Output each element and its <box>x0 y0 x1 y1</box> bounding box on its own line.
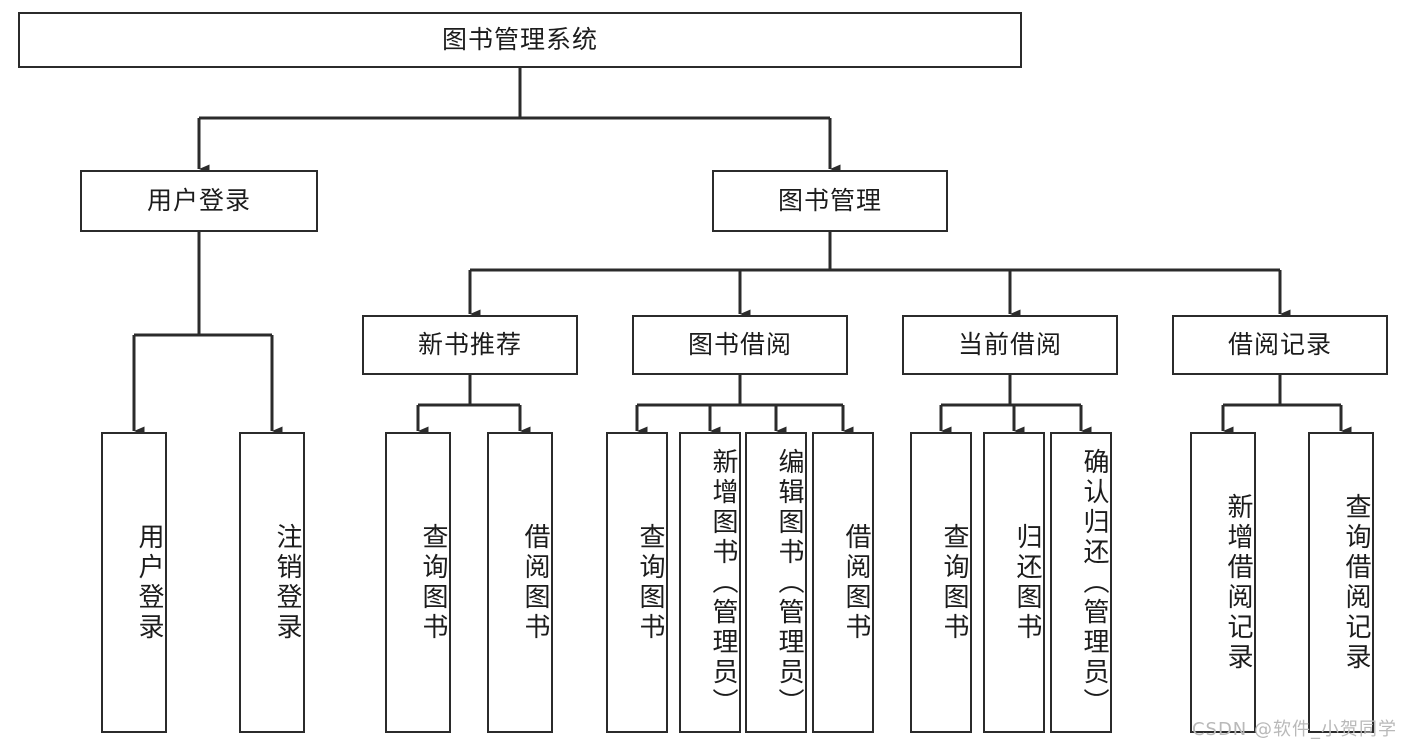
leaf-edit-book-admin[interactable]: 编辑图书（管理员） <box>745 432 807 733</box>
leaf-query-book-current-label: 查询图书 <box>939 522 969 643</box>
node-root[interactable]: 图书管理系统 <box>18 12 1022 68</box>
node-user-login-label: 用户登录 <box>146 186 251 216</box>
leaf-user-login-label: 用户登录 <box>134 522 164 643</box>
leaf-add-borrow-record-label: 新增借阅记录 <box>1223 492 1253 673</box>
leaf-confirm-return-admin-label: 确认归还（管理员） <box>1079 447 1109 718</box>
leaf-query-book-recommend-label: 查询图书 <box>418 522 448 643</box>
watermark: CSDN @软件_小贺同学 <box>1191 719 1397 740</box>
node-book-borrow-label: 图书借阅 <box>687 330 792 360</box>
leaf-query-borrow-record-label: 查询借阅记录 <box>1341 492 1371 673</box>
leaf-user-login[interactable]: 用户登录 <box>101 432 167 733</box>
leaf-query-book-label: 查询图书 <box>635 522 665 643</box>
leaf-query-book-recommend[interactable]: 查询图书 <box>385 432 451 733</box>
node-new-book-recommend-label: 新书推荐 <box>417 330 522 360</box>
node-new-book-recommend[interactable]: 新书推荐 <box>362 315 578 375</box>
leaf-borrow-book-label: 借阅图书 <box>841 522 871 643</box>
leaf-query-borrow-record[interactable]: 查询借阅记录 <box>1308 432 1374 733</box>
leaf-confirm-return-admin[interactable]: 确认归还（管理员） <box>1050 432 1112 733</box>
leaf-logout[interactable]: 注销登录 <box>239 432 305 733</box>
node-book-borrow[interactable]: 图书借阅 <box>632 315 848 375</box>
leaf-query-book-current[interactable]: 查询图书 <box>910 432 972 733</box>
node-root-label: 图书管理系统 <box>441 25 598 55</box>
leaf-add-book-admin-label: 新增图书（管理员） <box>708 447 738 718</box>
leaf-query-book[interactable]: 查询图书 <box>606 432 668 733</box>
node-borrow-record-label: 借阅记录 <box>1227 330 1332 360</box>
leaf-logout-label: 注销登录 <box>272 522 302 643</box>
node-user-login[interactable]: 用户登录 <box>80 170 318 232</box>
node-book-management-label: 图书管理 <box>777 186 882 216</box>
leaf-add-borrow-record[interactable]: 新增借阅记录 <box>1190 432 1256 733</box>
leaf-borrow-book-recommend[interactable]: 借阅图书 <box>487 432 553 733</box>
leaf-return-book-label: 归还图书 <box>1012 522 1042 643</box>
leaf-edit-book-admin-label: 编辑图书（管理员） <box>774 447 804 718</box>
leaf-return-book[interactable]: 归还图书 <box>983 432 1045 733</box>
node-book-management[interactable]: 图书管理 <box>712 170 948 232</box>
node-borrow-record[interactable]: 借阅记录 <box>1172 315 1388 375</box>
node-current-borrow[interactable]: 当前借阅 <box>902 315 1118 375</box>
leaf-add-book-admin[interactable]: 新增图书（管理员） <box>679 432 741 733</box>
leaf-borrow-book[interactable]: 借阅图书 <box>812 432 874 733</box>
leaf-borrow-book-recommend-label: 借阅图书 <box>520 522 550 643</box>
node-current-borrow-label: 当前借阅 <box>957 330 1062 360</box>
